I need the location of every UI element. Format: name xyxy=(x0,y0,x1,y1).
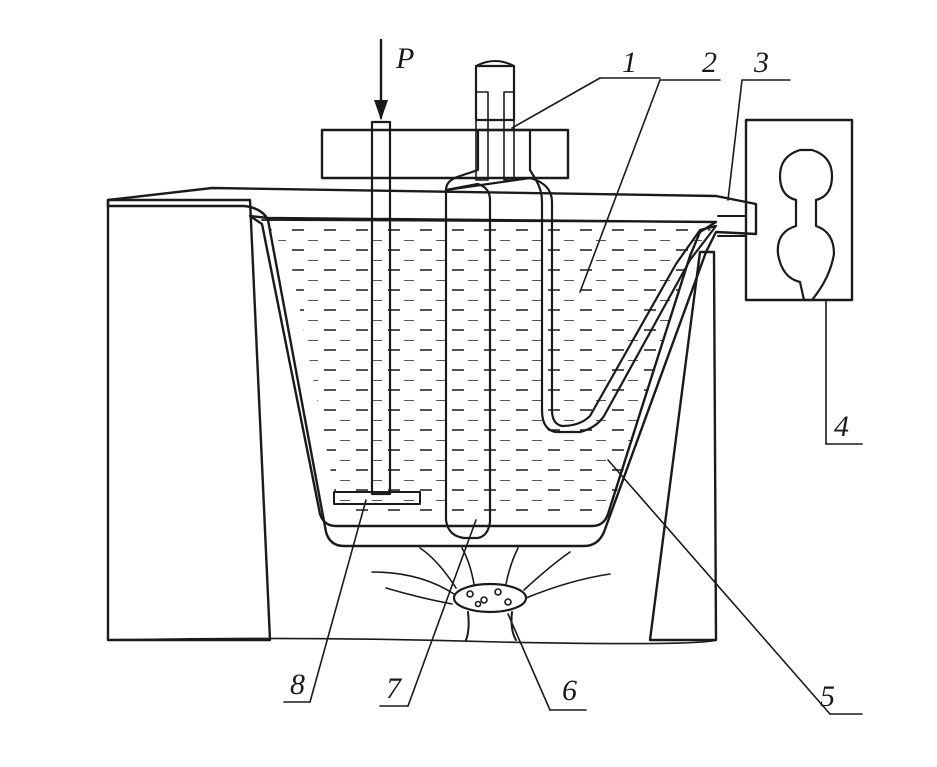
tube-collar xyxy=(475,91,515,181)
flame-lines xyxy=(371,547,611,605)
callout-7: 7 xyxy=(386,672,403,705)
plunger-rod xyxy=(370,120,392,496)
delivery-tube xyxy=(444,182,492,540)
floor-line xyxy=(107,637,717,645)
callout-leaders xyxy=(283,77,863,715)
furnace-left-wall xyxy=(106,198,272,642)
mold-block xyxy=(744,118,854,302)
mold-cavity xyxy=(776,148,836,302)
burner-stem xyxy=(465,611,517,641)
callout-8: 8 xyxy=(290,668,305,701)
callout-6: 6 xyxy=(562,674,577,707)
inner-cylinder xyxy=(444,128,718,434)
callout-5: 5 xyxy=(820,680,835,713)
tube-outlet xyxy=(474,64,516,122)
callout-3: 3 xyxy=(753,46,769,79)
force-label: P xyxy=(395,42,414,75)
callout-1: 1 xyxy=(622,46,637,79)
force-arrow-head-icon xyxy=(374,100,388,120)
callout-4: 4 xyxy=(834,410,849,443)
callout-2: 2 xyxy=(702,46,717,79)
plunger-head xyxy=(333,491,421,505)
burner-holes xyxy=(466,588,512,608)
burner xyxy=(452,582,528,614)
